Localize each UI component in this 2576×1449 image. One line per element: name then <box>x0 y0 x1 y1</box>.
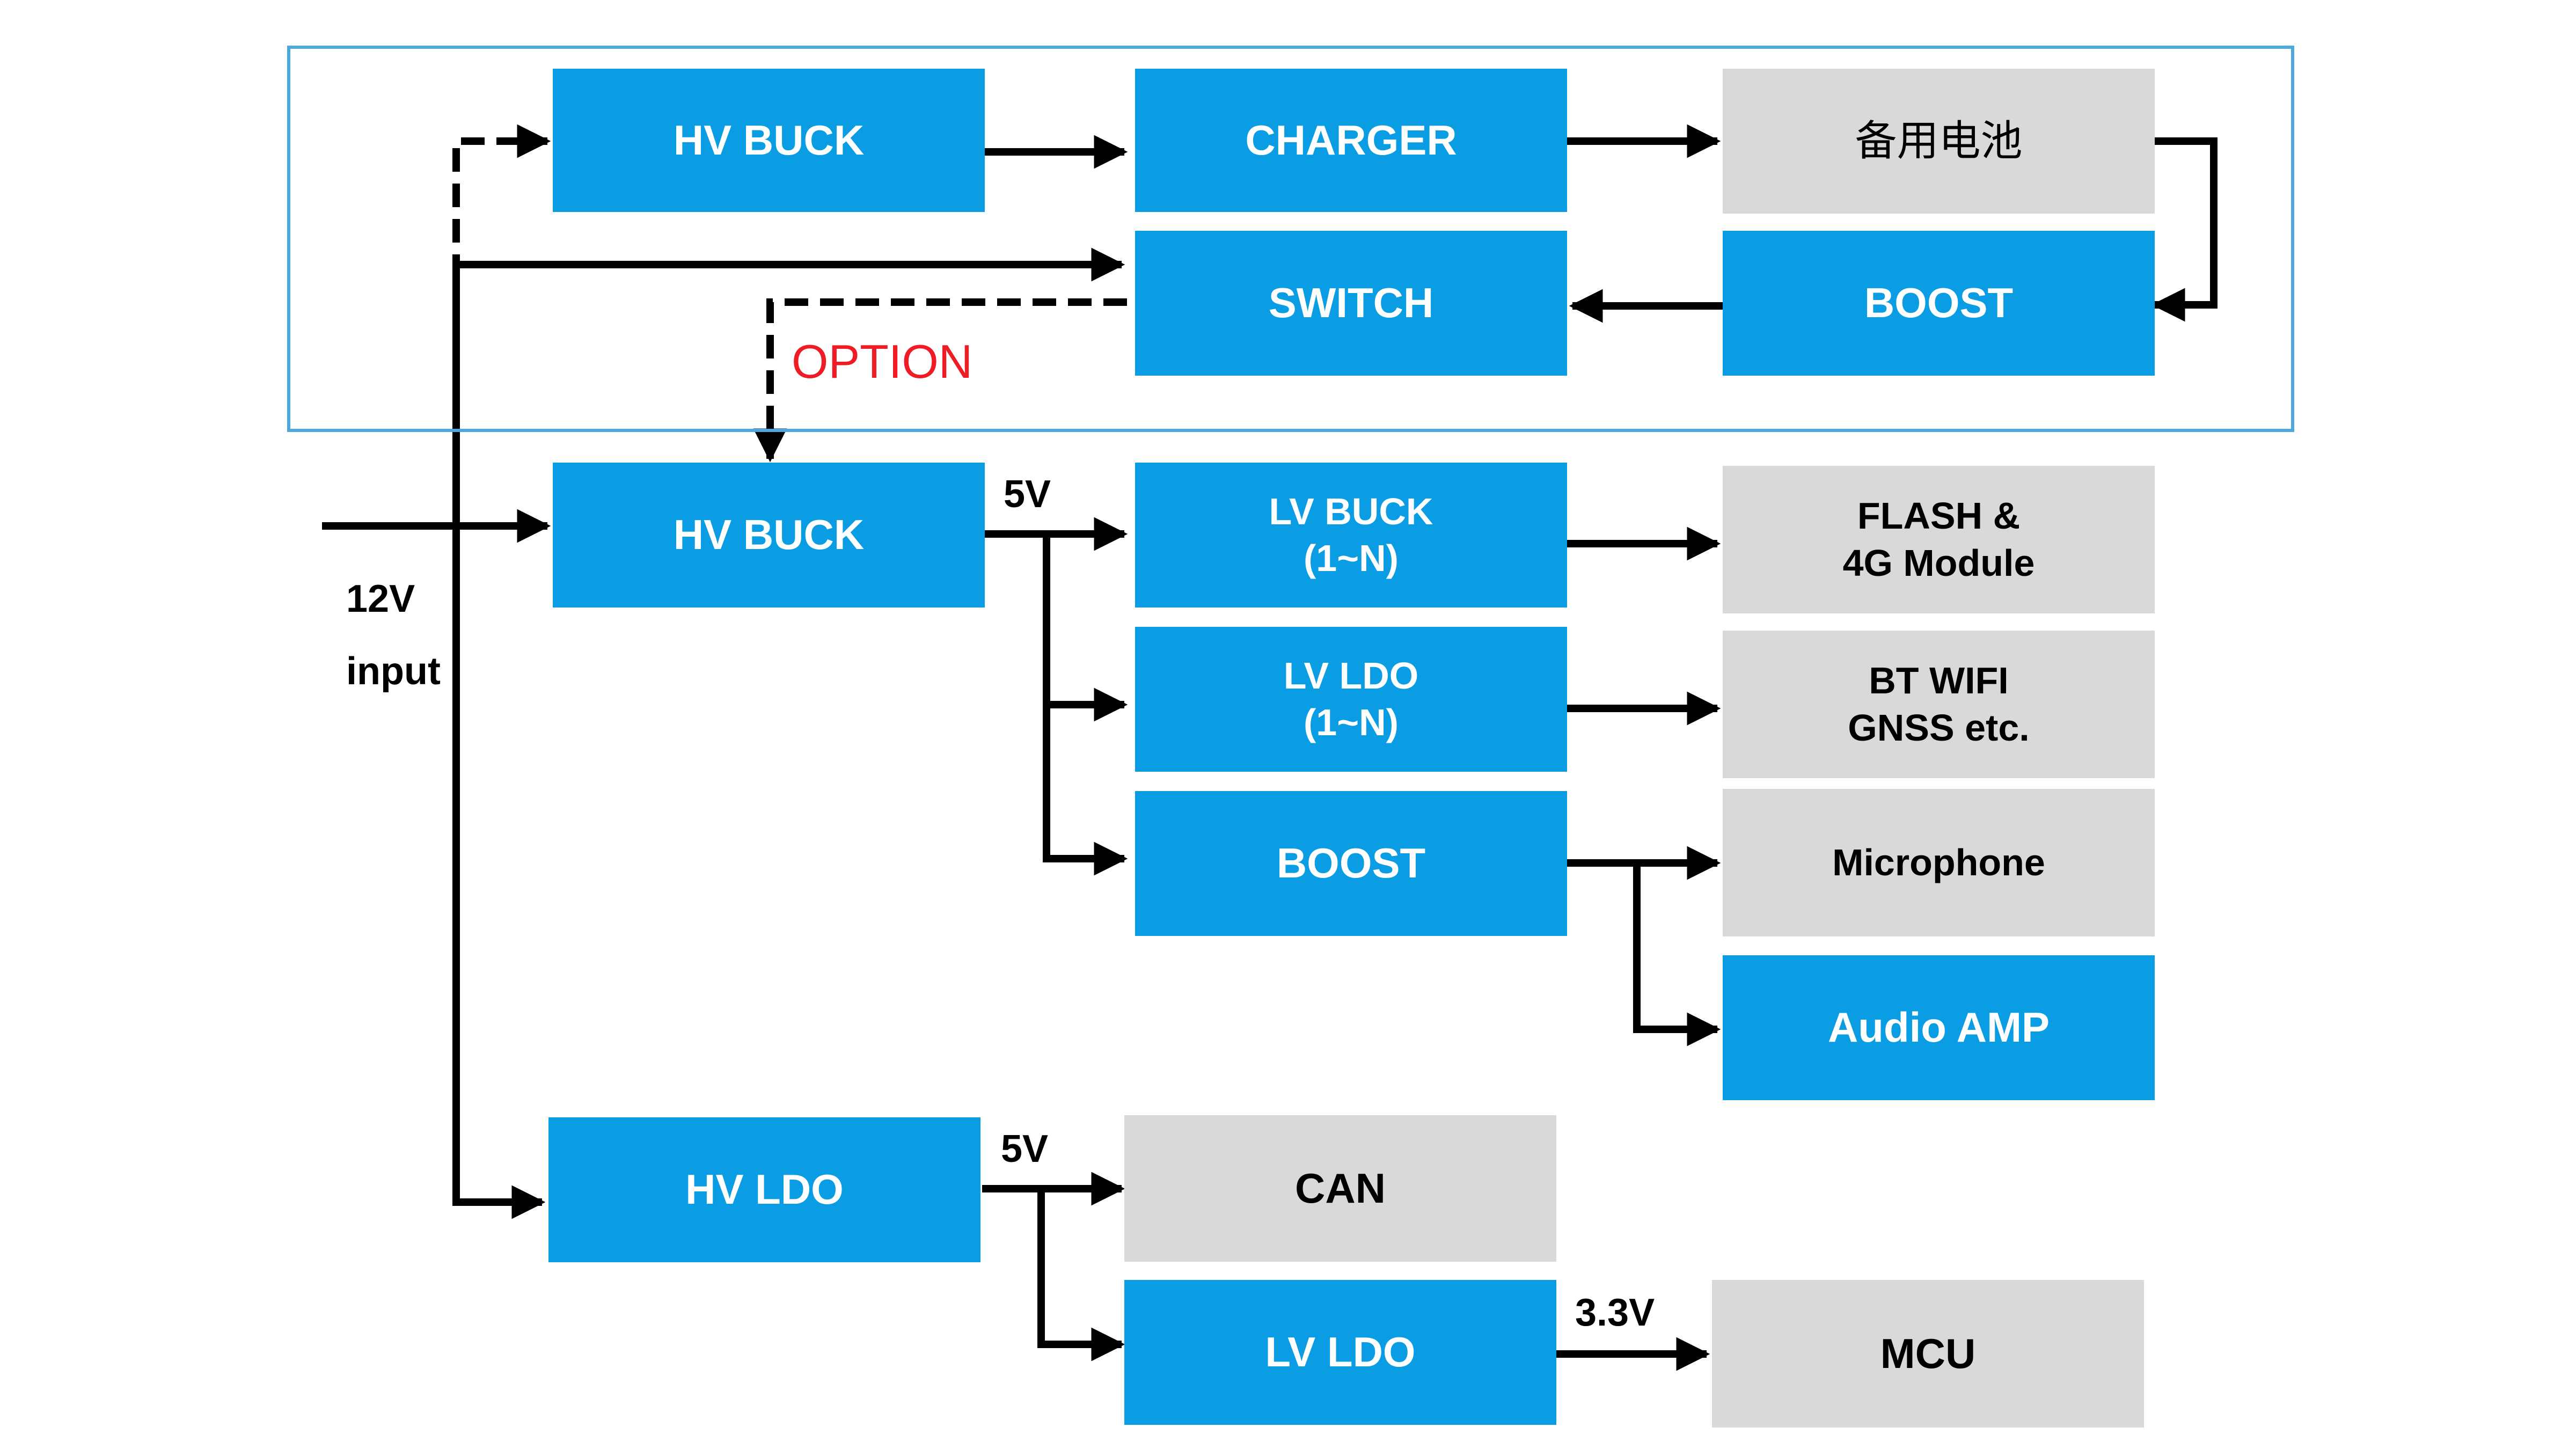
microphone-label: Microphone <box>1832 841 2045 883</box>
dashed-feed-to-top-hv-buck <box>452 124 551 526</box>
charger-label: CHARGER <box>1245 116 1457 164</box>
lv-buck-block: LV BUCK (1~N) <box>1135 463 1567 608</box>
hv-ldo-label: HV LDO <box>685 1166 844 1213</box>
battery-to-boost <box>2151 137 2218 322</box>
switch-label: SWITCH <box>1268 279 1434 327</box>
trunk-to-hv-ldo <box>452 526 546 1219</box>
top-boost-label: BOOST <box>1864 279 2014 327</box>
bottom-lv-ldo-block: LV LDO <box>1124 1280 1556 1425</box>
switch-block: SWITCH <box>1135 231 1567 376</box>
lv-ldo-block: LV LDO (1~N) <box>1135 627 1567 772</box>
lv-ldo-output-voltage: 3.3V <box>1575 1291 1655 1334</box>
lv-ldo-count: (1~N) <box>1304 701 1399 743</box>
dashed-option-path <box>753 298 1127 463</box>
main-boost-block: BOOST <box>1135 791 1567 936</box>
main-boost-label: BOOST <box>1276 839 1426 887</box>
backup-battery-block: 备用电池 <box>1723 69 2155 214</box>
4g-module-label: 4G Module <box>1842 541 2035 584</box>
hv-ldo-block: HV LDO <box>548 1117 980 1262</box>
charger-block: CHARGER <box>1135 69 1567 212</box>
gnss-label: GNSS etc. <box>1848 706 2030 749</box>
input-voltage-label: 12V <box>346 577 415 620</box>
bottom-lv-ldo-label: LV LDO <box>1265 1328 1416 1376</box>
top-hv-buck-block: HV BUCK <box>553 69 985 212</box>
backup-power-group-frame <box>287 46 2294 432</box>
flash-4g-block: FLASH & 4G Module <box>1723 466 2155 613</box>
lv-ldo-label: LV LDO <box>1283 654 1419 697</box>
bus-to-boost <box>1043 534 1128 876</box>
bus-to-lv-ldo-bottom <box>1037 1189 1125 1362</box>
hv-buck-output-voltage: 5V <box>1004 473 1051 516</box>
bt-wifi-block: BT WIFI GNSS etc. <box>1723 631 2155 778</box>
option-label: OPTION <box>792 335 973 388</box>
audio-amp-block: Audio AMP <box>1723 955 2155 1100</box>
main-hv-buck-block: HV BUCK <box>553 463 985 608</box>
top-boost-block: BOOST <box>1723 231 2155 376</box>
top-hv-buck-label: HV BUCK <box>673 116 865 164</box>
backup-battery-label: 备用电池 <box>1855 117 2023 165</box>
mcu-block: MCU <box>1712 1280 2144 1428</box>
main-hv-buck-label: HV BUCK <box>673 511 865 559</box>
boost-to-audio-amp <box>1633 863 1721 1046</box>
microphone-block: Microphone <box>1723 789 2155 936</box>
flash-label: FLASH & <box>1857 495 2021 537</box>
lv-buck-label: LV BUCK <box>1269 490 1433 532</box>
lv-buck-count: (1~N) <box>1304 537 1399 579</box>
can-label: CAN <box>1295 1164 1386 1212</box>
bt-wifi-label: BT WIFI <box>1869 660 2009 701</box>
input-word-label: input <box>346 650 441 693</box>
hv-ldo-output-voltage: 5V <box>1001 1128 1049 1170</box>
can-block: CAN <box>1124 1115 1556 1262</box>
mcu-label: MCU <box>1880 1329 1976 1377</box>
audio-amp-label: Audio AMP <box>1827 1004 2050 1051</box>
